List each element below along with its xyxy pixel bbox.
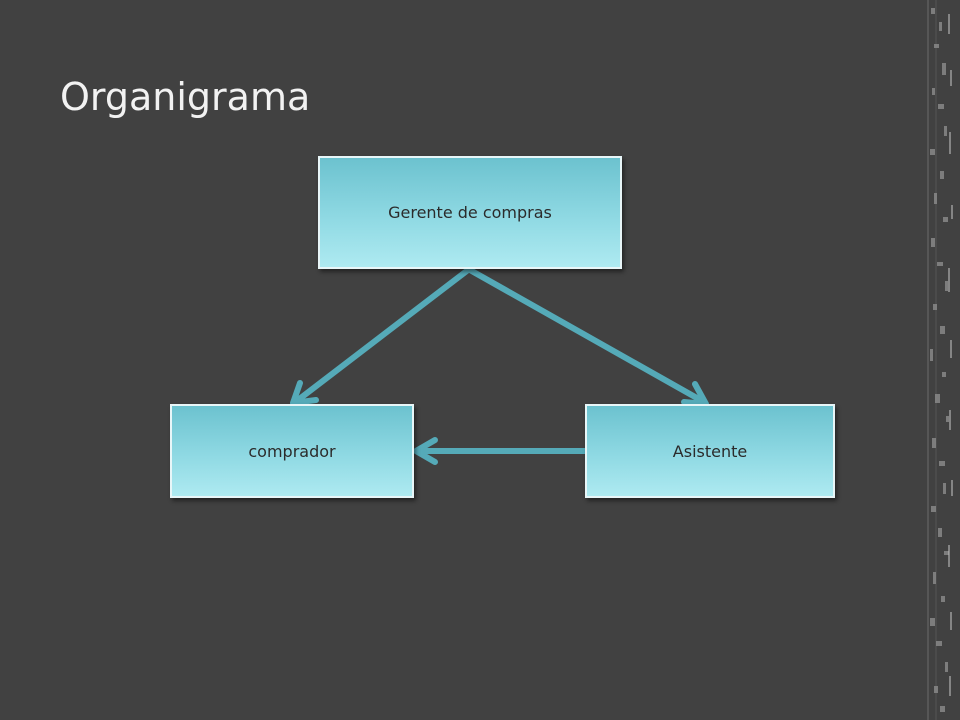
slide-title: Organigrama: [60, 75, 311, 119]
node-comprador[interactable]: comprador: [170, 404, 414, 498]
node-label-comprador: comprador: [248, 441, 336, 461]
arrowhead-buyer-icon: [290, 380, 319, 406]
node-label-gerente: Gerente de compras: [388, 203, 552, 222]
connector-manager-to-assistant: [467, 267, 707, 405]
node-label-asistente: Asistente: [672, 441, 748, 461]
connector-manager-to-buyer: [295, 267, 471, 403]
arrowhead-buyer-left-icon: [413, 437, 438, 465]
decorative-rough-border: [922, 0, 960, 720]
node-asistente[interactable]: Asistente: [585, 404, 835, 498]
node-gerente-de-compras[interactable]: Gerente de compras: [318, 156, 622, 269]
